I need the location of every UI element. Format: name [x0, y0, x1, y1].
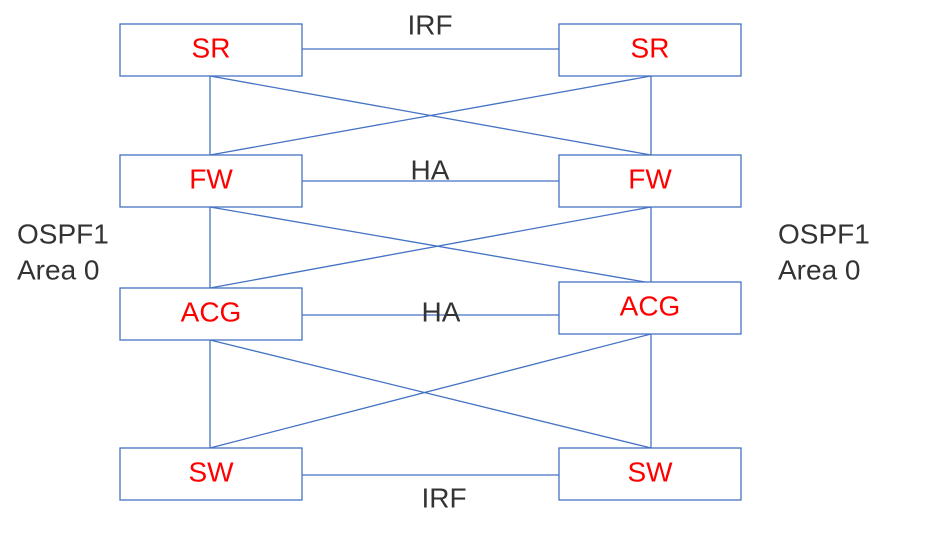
link-fw-left-acg-right: [209, 206, 652, 284]
node-sw-left: [119, 447, 303, 501]
link-acg-left-sw-right: [209, 339, 652, 449]
side-label-right-line2: Area 0: [778, 254, 861, 285]
node-sr-left: [119, 23, 303, 77]
node-fw-left: [119, 154, 303, 208]
connection-lines: [209, 48, 652, 476]
node-label-fw-right: FW: [628, 163, 672, 194]
node-labels: SR SR FW FW ACG ACG SW SW: [181, 32, 681, 487]
side-labels: OSPF1 Area 0 OSPF1 Area 0: [17, 218, 870, 285]
link-label-sw-pair: IRF: [421, 482, 466, 513]
side-label-left-line1: OSPF1: [17, 218, 109, 249]
link-labels: IRF HA HA IRF: [407, 9, 466, 513]
link-label-sr-pair: IRF: [407, 9, 452, 40]
link-label-acg-pair: HA: [422, 296, 461, 327]
side-label-right-line1: OSPF1: [778, 218, 870, 249]
node-label-sr-right: SR: [631, 32, 670, 63]
node-boxes: [119, 23, 742, 501]
node-fw-right: [558, 154, 742, 208]
node-label-sw-right: SW: [627, 456, 673, 487]
node-acg-right: [558, 281, 742, 335]
link-label-fw-pair: HA: [411, 154, 450, 185]
node-label-sr-left: SR: [192, 32, 231, 63]
node-sw-right: [558, 447, 742, 501]
node-label-acg-left: ACG: [181, 296, 242, 327]
node-label-sw-left: SW: [188, 456, 234, 487]
link-sr-right-fw-left: [209, 75, 652, 156]
link-acg-right-sw-left: [209, 333, 652, 449]
link-fw-right-acg-left: [209, 206, 652, 289]
node-label-acg-right: ACG: [620, 290, 681, 321]
node-label-fw-left: FW: [189, 163, 233, 194]
side-label-left-line2: Area 0: [17, 254, 100, 285]
node-sr-right: [558, 23, 742, 77]
node-acg-left: [119, 287, 303, 341]
